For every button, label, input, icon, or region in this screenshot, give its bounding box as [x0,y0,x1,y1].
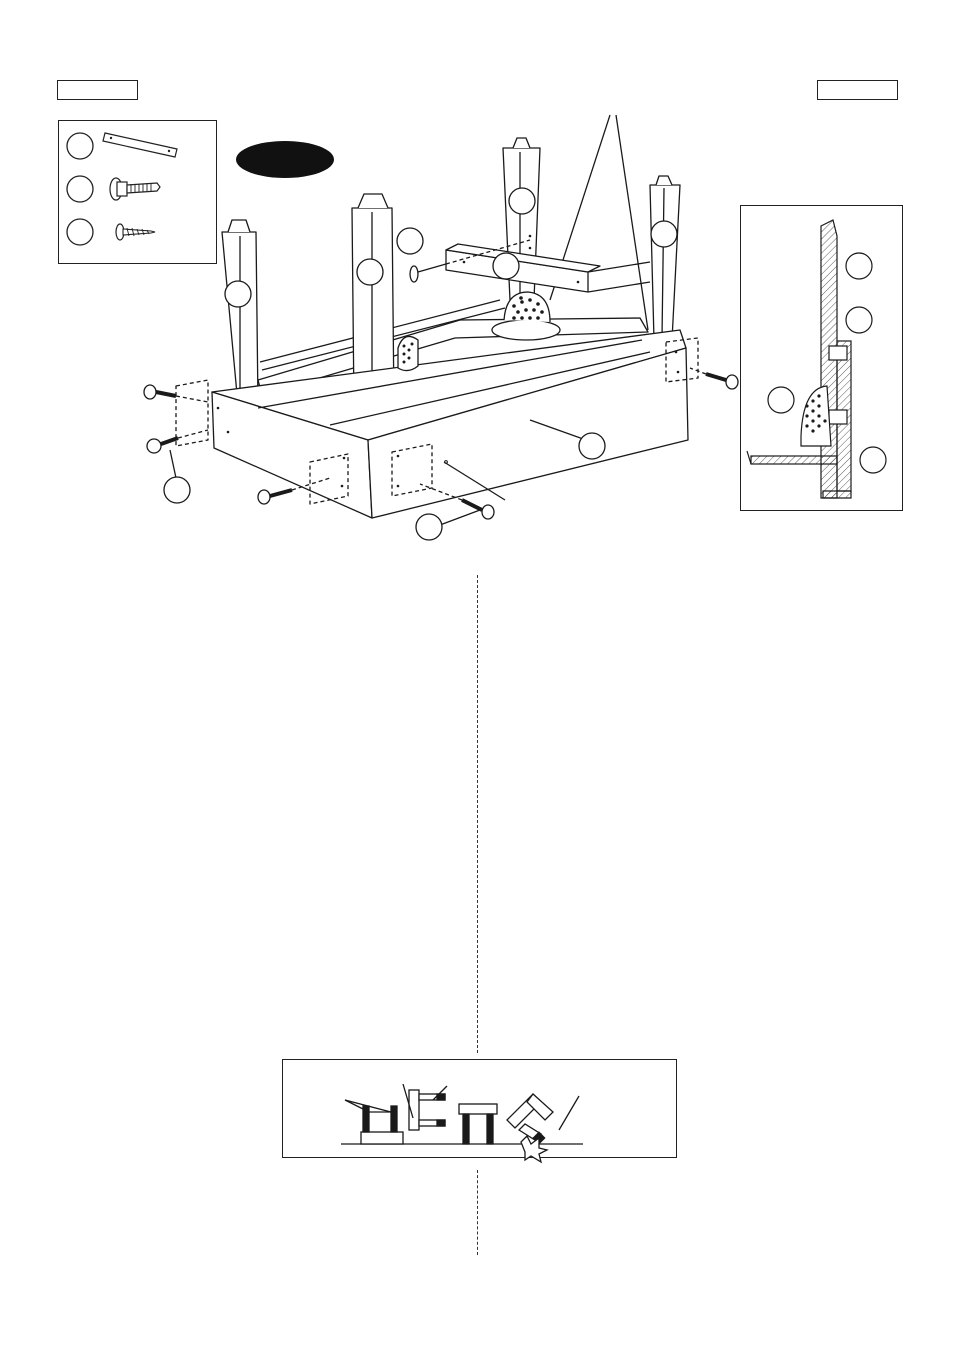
pot-small [397,335,419,372]
step-badge [236,141,334,178]
callout-leg-fc [356,258,384,286]
screw-upper [409,239,531,283]
callout-leg-bl [508,187,536,215]
fall-warning-icon [506,1093,580,1164]
detail-callout-3 [767,386,795,414]
leg-front-left [221,219,259,406]
apron-front [211,329,689,519]
parts-callout-2 [66,175,94,203]
parts-callout-3 [66,218,94,246]
parts-legend [58,120,217,264]
screw-part-icon [115,223,156,241]
warning-box [282,1059,677,1164]
bolt-front-right [419,483,495,520]
bolt-left-lower [146,429,209,454]
detail-callout-4 [859,446,887,474]
detail-callout-2 [845,306,873,334]
bolt-right [689,367,739,390]
parts-callout-1 [66,132,94,160]
column-divider-top [477,575,478,1053]
pot-center [491,291,561,341]
leg-back-right [649,175,681,341]
bar-part-icon [102,132,178,158]
callout-leg-fl [224,280,252,308]
bolt-part-icon [109,177,161,201]
callout-bolt-left [163,476,191,504]
page-tag-right [817,80,898,100]
page-tag-left [57,80,138,100]
bolt-left-upper [143,384,209,403]
bolt-front-left [257,477,331,505]
callout-bolt-front [415,513,443,541]
column-divider-bottom [477,1170,478,1255]
callout-leg-br [650,220,678,248]
callout-apron [578,432,606,460]
callout-screw [396,227,424,255]
detail-cross-section [740,205,903,511]
callout-rail [492,252,520,280]
assembly-illustration [143,114,739,541]
detail-callout-1 [845,252,873,280]
